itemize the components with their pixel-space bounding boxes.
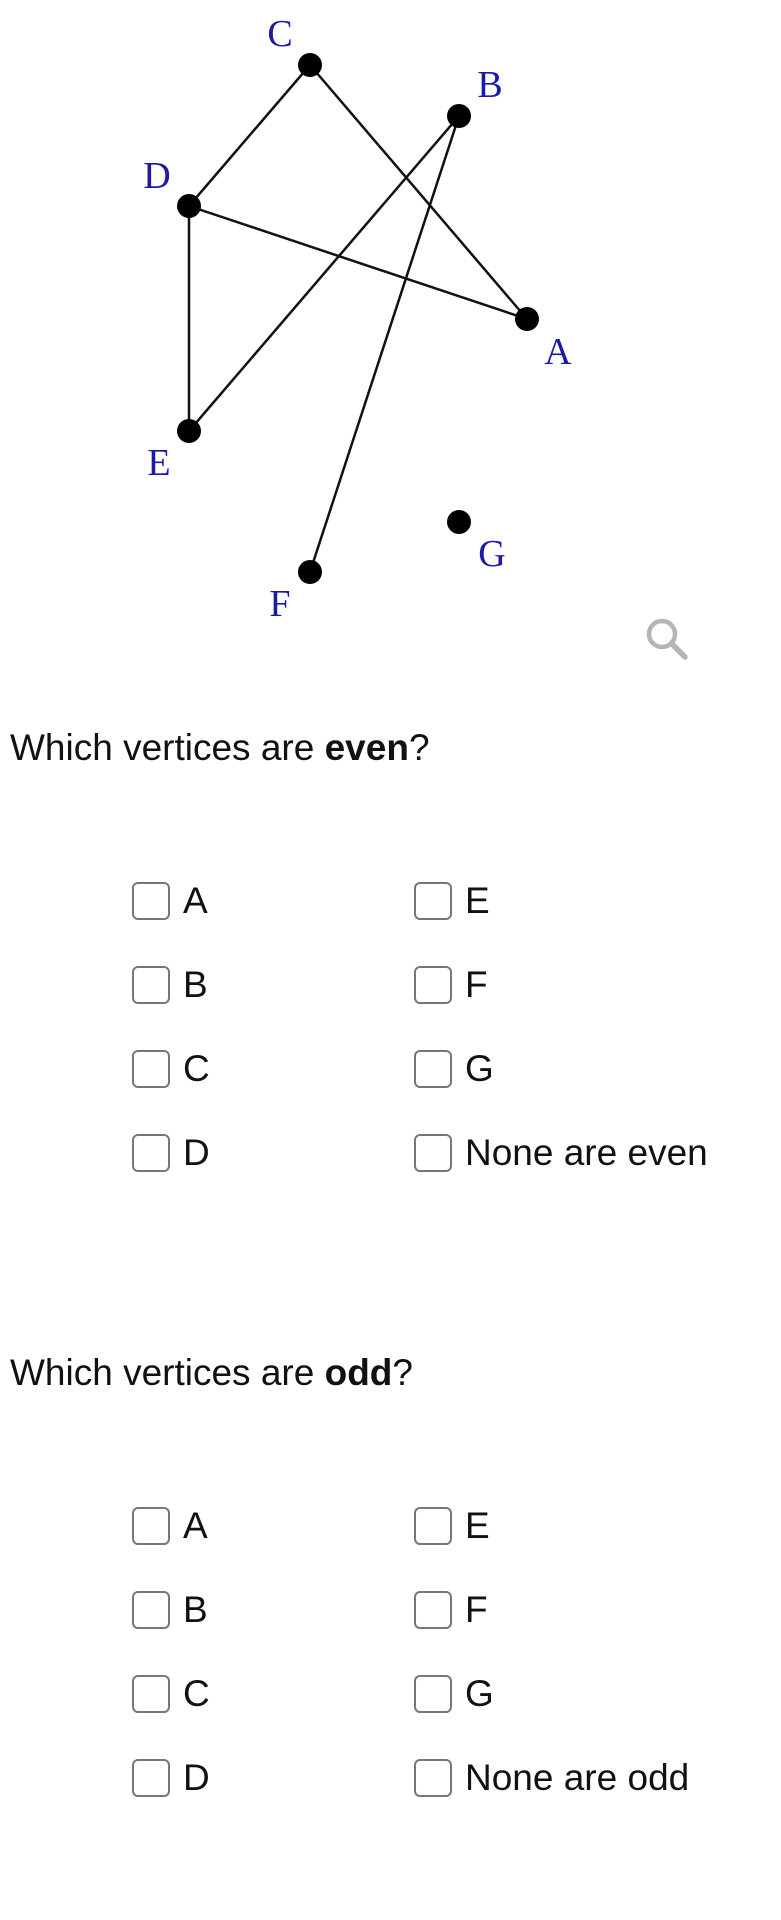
vertex-label-g: G	[478, 533, 505, 575]
question-even-prefix: Which vertices are	[10, 727, 325, 768]
question-even: Which vertices are even?	[10, 726, 430, 770]
checkbox[interactable]	[414, 1591, 452, 1629]
option-label: E	[465, 1505, 490, 1546]
even-option-b[interactable]: B	[132, 960, 208, 1010]
question-even-emph: even	[324, 727, 409, 768]
option-label: D	[183, 1757, 210, 1798]
option-label: None are odd	[465, 1757, 690, 1798]
option-label: D	[183, 1132, 210, 1173]
even-option-e[interactable]: E	[414, 876, 490, 926]
vertex-label-a: A	[544, 331, 572, 373]
option-label: C	[183, 1048, 210, 1089]
option-label: F	[465, 964, 488, 1005]
checkbox[interactable]	[414, 1759, 452, 1797]
checkbox[interactable]	[414, 1050, 452, 1088]
odd-option-e[interactable]: E	[414, 1501, 490, 1551]
option-label: A	[183, 1505, 208, 1546]
vertex-f	[298, 560, 322, 584]
question-odd-emph: odd	[324, 1352, 393, 1393]
odd-option-b[interactable]: B	[132, 1585, 208, 1635]
edge-d-a	[188, 204, 528, 321]
checkbox[interactable]	[414, 966, 452, 1004]
edge-c-d	[188, 64, 311, 207]
option-label: A	[183, 880, 208, 921]
checkbox[interactable]	[132, 1591, 170, 1629]
even-option-c[interactable]: C	[132, 1044, 210, 1094]
question-odd: Which vertices are odd?	[10, 1351, 413, 1395]
question-odd-suffix: ?	[392, 1352, 413, 1393]
checkbox[interactable]	[132, 1050, 170, 1088]
graph-diagram: A B C D E F G	[143, 13, 572, 625]
checkbox[interactable]	[132, 1759, 170, 1797]
odd-option-a[interactable]: A	[132, 1501, 208, 1551]
edge-c-a	[309, 64, 528, 320]
odd-option-d[interactable]: D	[132, 1753, 210, 1803]
odd-option-f[interactable]: F	[414, 1585, 488, 1635]
checkbox[interactable]	[132, 1675, 170, 1713]
even-option-a[interactable]: A	[132, 876, 208, 926]
even-option-f[interactable]: F	[414, 960, 488, 1010]
vertex-g	[447, 510, 471, 534]
option-label: B	[183, 1589, 208, 1630]
option-label: C	[183, 1673, 210, 1714]
vertex-label-e: E	[147, 442, 170, 484]
checkbox[interactable]	[414, 1675, 452, 1713]
even-option-d[interactable]: D	[132, 1128, 210, 1178]
checkbox[interactable]	[132, 1507, 170, 1545]
checkbox[interactable]	[414, 1134, 452, 1172]
checkbox[interactable]	[132, 1134, 170, 1172]
edge-e-b	[188, 115, 460, 432]
vertex-e	[177, 419, 201, 443]
magnifier-icon[interactable]	[644, 616, 690, 662]
even-option-g[interactable]: G	[414, 1044, 494, 1094]
checkbox[interactable]	[132, 966, 170, 1004]
vertex-d	[177, 194, 201, 218]
option-label: G	[465, 1048, 494, 1089]
option-label: G	[465, 1673, 494, 1714]
vertex-label-f: F	[269, 583, 290, 625]
vertex-label-d: D	[143, 155, 170, 197]
odd-option-none[interactable]: None are odd	[414, 1753, 689, 1803]
edge-b-f	[308, 115, 461, 573]
vertex-b	[447, 104, 471, 128]
vertex-a	[515, 307, 539, 331]
odd-option-g[interactable]: G	[414, 1669, 494, 1719]
vertex-label-c: C	[267, 13, 292, 55]
option-label: E	[465, 880, 490, 921]
checkbox[interactable]	[414, 1507, 452, 1545]
option-label: None are even	[465, 1132, 708, 1173]
question-even-suffix: ?	[408, 727, 430, 768]
vertex-c	[298, 53, 322, 77]
checkbox[interactable]	[414, 882, 452, 920]
checkbox[interactable]	[132, 882, 170, 920]
odd-option-c[interactable]: C	[132, 1669, 210, 1719]
option-label: F	[465, 1589, 488, 1630]
question-odd-prefix: Which vertices are	[10, 1352, 325, 1393]
vertex-label-b: B	[477, 64, 502, 106]
option-label: B	[183, 964, 208, 1005]
even-option-none[interactable]: None are even	[414, 1128, 708, 1178]
